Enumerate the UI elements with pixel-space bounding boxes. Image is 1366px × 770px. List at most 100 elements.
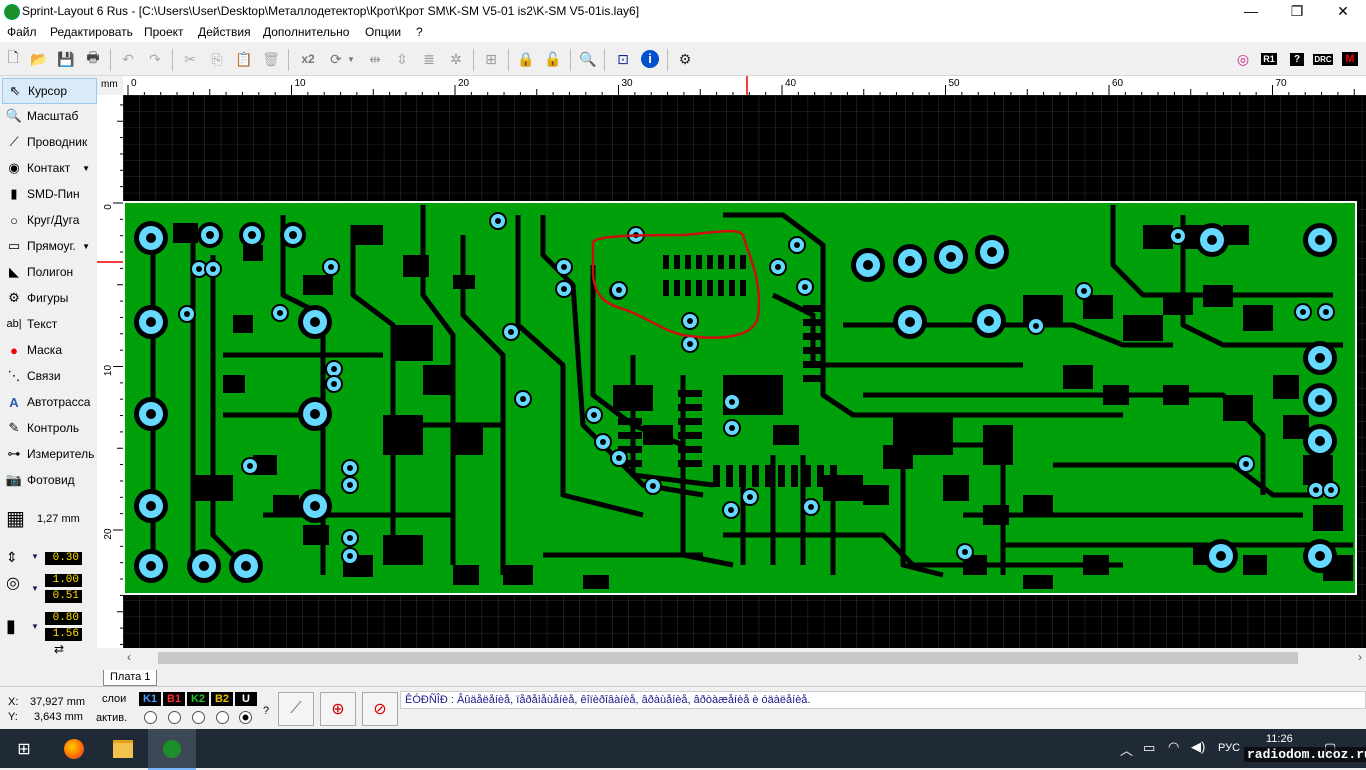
mirror-h-icon[interactable]: ⇹ (369, 50, 381, 67)
active-layer-u-radio[interactable] (239, 711, 252, 724)
smd-pin[interactable] (674, 280, 680, 296)
wifi-icon[interactable]: ◠ (1168, 739, 1180, 754)
smd-pin[interactable] (663, 280, 669, 296)
layer-b1-toggle[interactable]: B1 (163, 692, 185, 706)
print-icon[interactable]: 🖶 (86, 49, 100, 65)
menu-edit[interactable]: Редактировать (50, 25, 133, 39)
smd-pin[interactable] (740, 280, 746, 296)
chevron-down-icon[interactable]: ▼ (31, 622, 39, 631)
group-icon[interactable]: ⊞ (485, 50, 497, 67)
scroll-thumb[interactable] (158, 652, 1298, 664)
tool-measure[interactable]: ⊶Измеритель (2, 442, 95, 466)
volume-icon[interactable]: ◀) (1191, 739, 1206, 754)
duplicate-x2-icon[interactable]: x2 (301, 52, 315, 66)
tool-photoview[interactable]: 📷Фотовид (5, 472, 75, 487)
minimize-button[interactable]: — (1244, 3, 1258, 19)
smd-pin[interactable] (618, 418, 642, 425)
layer-b2-toggle[interactable]: B2 (211, 692, 233, 706)
smd-pin[interactable] (678, 432, 702, 439)
windows-start-icon[interactable]: ⊞ (17, 740, 31, 758)
smd-pin[interactable] (817, 465, 824, 487)
tool-mask[interactable]: ●Маска (2, 338, 95, 362)
r1-icon[interactable]: R1 (1261, 53, 1277, 65)
tool-smd[interactable]: ▮SMD-Пин (2, 182, 95, 206)
smd-pin[interactable] (778, 465, 785, 487)
tool-connections[interactable]: ⋱Связи (2, 364, 95, 388)
rotate-dropdown-icon[interactable]: ▼ (347, 54, 355, 64)
undo-icon[interactable]: ↶ (122, 50, 134, 67)
smd-pin[interactable] (791, 465, 798, 487)
maximize-button[interactable]: ❐ (1290, 3, 1304, 19)
new-file-icon[interactable]: 🗋 (7, 49, 19, 65)
layer-u-toggle[interactable]: U (235, 692, 257, 706)
smd-pin[interactable] (685, 280, 691, 296)
smd-pin[interactable] (678, 460, 702, 467)
smd-pin[interactable] (618, 390, 642, 397)
smd-pin[interactable] (803, 319, 825, 326)
menu-help[interactable]: ? (416, 25, 423, 39)
smd-pin[interactable] (713, 465, 720, 487)
smd-pin[interactable] (678, 418, 702, 425)
language-indicator[interactable]: РУС (1218, 742, 1241, 754)
smd-pin[interactable] (696, 280, 702, 296)
smd-pin[interactable] (618, 446, 642, 453)
smd-pin[interactable] (663, 255, 669, 269)
smd-pin[interactable] (685, 255, 691, 269)
close-button[interactable]: ✕ (1337, 3, 1349, 19)
smd-pin[interactable] (618, 432, 642, 439)
smd-width-field[interactable]: 0.80 (45, 612, 82, 625)
drc-live-button[interactable]: ⊘ (362, 692, 398, 726)
smd-pin[interactable] (674, 255, 680, 269)
track-width-field[interactable]: 0.30 (45, 552, 82, 565)
file-explorer-icon[interactable] (99, 729, 147, 768)
smd-pin[interactable] (803, 347, 825, 354)
active-layer-k2-radio[interactable] (192, 711, 205, 724)
smd-pin[interactable] (707, 255, 713, 269)
smd-pin[interactable] (804, 465, 811, 487)
snap-button[interactable]: ⊕ (320, 692, 356, 726)
macro-icon[interactable]: M (1340, 49, 1360, 69)
menu-options[interactable]: Опции (365, 25, 402, 39)
active-layer-k1-radio[interactable] (144, 711, 157, 724)
tool-cursor[interactable]: ⇖Курсор (2, 78, 97, 104)
clock-time[interactable]: 11:26 (1266, 733, 1293, 745)
smd-pin[interactable] (803, 333, 825, 340)
smd-pin[interactable] (830, 465, 837, 487)
tool-circle[interactable]: ○Круг/Дуга (2, 208, 95, 232)
tool-polygon[interactable]: ◣Полигон (2, 260, 95, 284)
firefox-icon[interactable] (50, 729, 98, 768)
info-icon[interactable]: i (640, 49, 660, 69)
smd-pin[interactable] (803, 375, 825, 382)
layer-k2-toggle[interactable]: K2 (187, 692, 209, 706)
pad-inner-field[interactable]: 0.51 (45, 590, 82, 603)
smd-pin[interactable] (618, 404, 642, 411)
active-layer-b1-radio[interactable] (168, 711, 181, 724)
smd-pin[interactable] (729, 255, 735, 269)
chevron-down-icon[interactable]: ▼ (82, 241, 90, 251)
smd-pin[interactable] (752, 465, 759, 487)
chevron-down-icon[interactable]: ▼ (31, 584, 39, 593)
smd-pin[interactable] (739, 465, 746, 487)
paste-icon[interactable]: 📋 (235, 50, 253, 67)
tool-zoom[interactable]: 🔍Масштаб (5, 108, 79, 123)
help-check-icon[interactable]: ? (1287, 49, 1307, 69)
tool-shapes[interactable]: ⚙Фигуры (2, 286, 95, 310)
tool-track[interactable]: ⟋Проводник (2, 130, 95, 154)
grid-icon[interactable]: ▦ (6, 508, 25, 530)
menu-project[interactable]: Проект (144, 25, 184, 39)
component-icon[interactable]: ✲ (450, 50, 462, 67)
smd-height-field[interactable]: 1.56 (45, 628, 82, 641)
active-layer-b2-radio[interactable] (216, 711, 229, 724)
crop-icon[interactable]: ⊡ (617, 50, 629, 67)
menu-file[interactable]: Файл (7, 25, 37, 39)
smd-pin[interactable] (718, 280, 724, 296)
drc-icon[interactable]: DRC (1313, 53, 1333, 65)
smd-pin[interactable] (803, 361, 825, 368)
tray-chevron-icon[interactable]: ︿ (1120, 743, 1134, 758)
smd-pin[interactable] (707, 280, 713, 296)
open-folder-icon[interactable]: 📂 (30, 50, 48, 67)
smd-pin[interactable] (696, 255, 702, 269)
pcb-canvas[interactable] (123, 95, 1366, 648)
layer-help[interactable]: ? (263, 705, 270, 717)
tool-pad[interactable]: ◉Контакт▼ (2, 156, 95, 180)
